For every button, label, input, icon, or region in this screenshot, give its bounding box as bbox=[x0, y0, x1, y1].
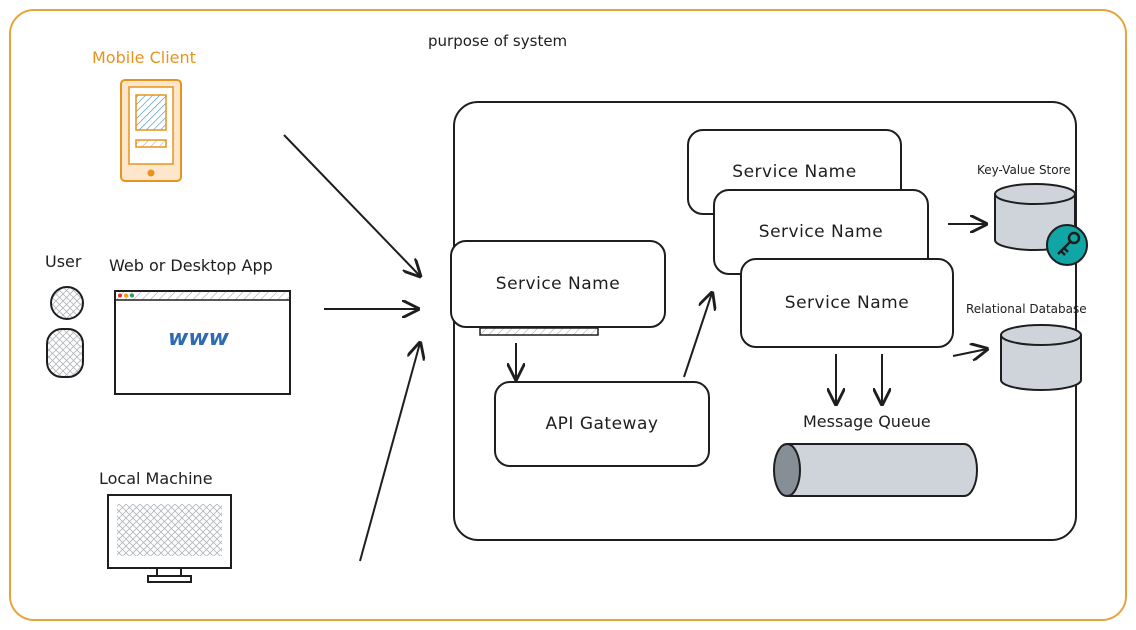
arrow-local bbox=[359, 343, 420, 562]
service-label: Service Name bbox=[784, 293, 910, 313]
monitor-icon bbox=[107, 494, 232, 583]
web-app-label: Web or Desktop App bbox=[109, 256, 273, 275]
arrow-services-rdb bbox=[952, 349, 987, 356]
message-queue-label: Message Queue bbox=[803, 412, 931, 431]
service-hatch-bar bbox=[479, 327, 599, 336]
service-label: Service Name bbox=[495, 274, 621, 294]
user-label: User bbox=[45, 252, 82, 271]
phone-icon bbox=[120, 79, 182, 182]
kv-store-label: Key-Value Store bbox=[977, 163, 1071, 177]
local-machine-label: Local Machine bbox=[99, 469, 213, 488]
user-icon bbox=[46, 286, 84, 378]
database-icon bbox=[1000, 324, 1082, 391]
arrow-mobile bbox=[283, 134, 420, 276]
mobile-client-label: Mobile Client bbox=[92, 48, 196, 67]
api-gateway-box: API Gateway bbox=[494, 381, 710, 467]
service-label: Service Name bbox=[758, 222, 884, 242]
service-label: Service Name bbox=[732, 162, 857, 182]
service-box-3: Service Name bbox=[740, 258, 954, 348]
key-icon bbox=[1046, 224, 1088, 266]
www-text: www bbox=[168, 326, 229, 351]
front-service-box: Service Name bbox=[450, 240, 666, 328]
outer-frame bbox=[9, 9, 1127, 621]
browser-icon bbox=[114, 290, 291, 395]
relational-db-label: Relational Database bbox=[966, 302, 1087, 316]
arrow-gateway-services bbox=[683, 293, 712, 378]
queue-cylinder-icon bbox=[773, 443, 978, 497]
diagram-title: purpose of system bbox=[428, 32, 568, 50]
api-gateway-label: API Gateway bbox=[545, 414, 659, 434]
